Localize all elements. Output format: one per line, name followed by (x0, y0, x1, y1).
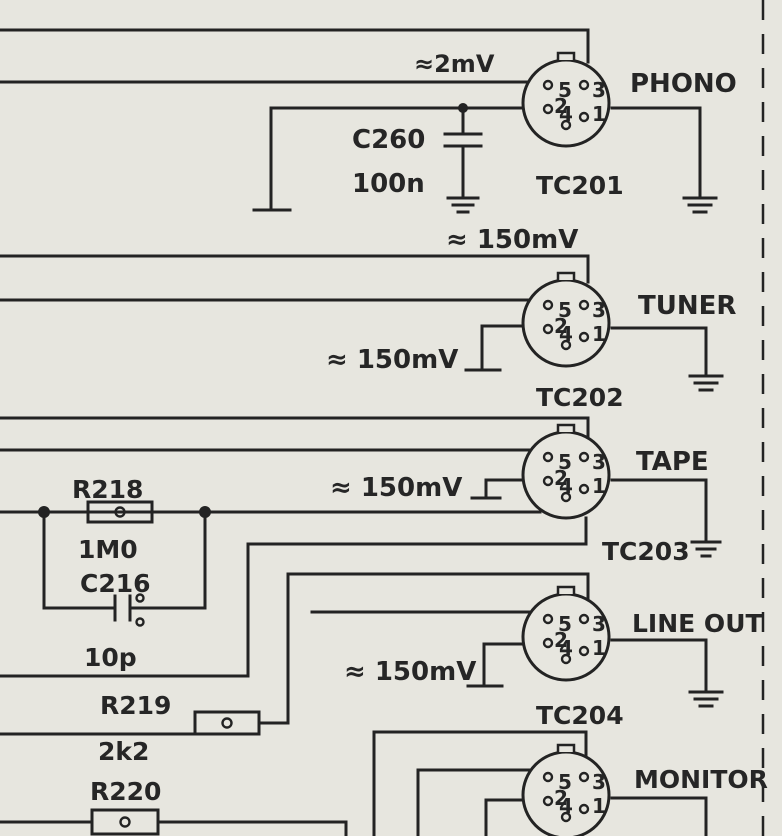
monitor-name-label: MONITOR (634, 765, 768, 794)
din-pin-number-1: 1 (592, 102, 606, 126)
r220-ref-label: R220 (90, 777, 161, 806)
r219-value-label: 2k2 (98, 737, 149, 766)
phono-name-label: PHONO (630, 69, 737, 99)
c216-value-label: 10p (84, 643, 137, 672)
din-pin-number-5: 5 (558, 770, 572, 794)
din-pin-number-1: 1 (592, 474, 606, 498)
ground-symbol-tape (690, 540, 722, 558)
din-pin-number-2: 2 (554, 786, 568, 810)
din-pin-number-5: 5 (558, 450, 572, 474)
r219-ref-label: R219 (100, 691, 171, 720)
din-pin-number-3: 3 (592, 450, 606, 474)
din-pin-1 (578, 483, 590, 495)
din-pin-4 (560, 653, 572, 665)
din-pin-number-1: 1 (592, 794, 606, 818)
line-out-name-label: LINE OUT (632, 609, 763, 638)
tuner-name-label: TUNER (638, 291, 736, 321)
din-key-notch (556, 51, 576, 60)
resistor-r218 (86, 500, 154, 524)
din-key-notch (556, 271, 576, 280)
din-pin-number-4: 4 (559, 322, 573, 346)
din-pin-2 (542, 475, 554, 487)
din-pin-number-2: 2 (554, 466, 568, 490)
din-pin-1 (578, 111, 590, 123)
din-pin-number-4: 4 (559, 794, 573, 818)
din-key-notch (556, 585, 576, 594)
din-pin-number-5: 5 (558, 612, 572, 636)
din-pin-number-3: 3 (592, 298, 606, 322)
tuner-side-level-label: ≈ 150mV (326, 345, 458, 375)
c260-ref-label: C260 (352, 125, 425, 155)
din-pin-number-2: 2 (554, 94, 568, 118)
din-pin-2 (542, 795, 554, 807)
ground-symbol-phono (682, 196, 718, 214)
tape-level-label: ≈ 150mV (330, 473, 462, 503)
din-pin-4 (560, 811, 572, 823)
tuner-top-level-label: ≈ 150mV (446, 225, 578, 255)
tc202-ref-label: TC202 (536, 383, 624, 412)
tuner-section (0, 254, 724, 392)
din-pin-number-3: 3 (592, 770, 606, 794)
din-pin-4 (560, 491, 572, 503)
din-pin-3 (578, 299, 590, 311)
phono-level-label: ≈2mV (414, 50, 495, 78)
c216-ref-label: C216 (80, 569, 151, 598)
din-pin-5 (542, 299, 554, 311)
resistor-r220 (90, 808, 160, 836)
din-key-notch (556, 423, 576, 432)
phono-section (0, 28, 718, 214)
din-pin-2 (542, 323, 554, 335)
din-pin-2 (542, 103, 554, 115)
din-pin-number-2: 2 (554, 314, 568, 338)
line-out-section (0, 572, 724, 736)
din-pin-5 (542, 771, 554, 783)
din-pin-3 (578, 613, 590, 625)
din-pin-3 (578, 771, 590, 783)
din-pin-4 (560, 119, 572, 131)
ground-symbol-line-out (688, 690, 724, 708)
din-pin-number-4: 4 (559, 636, 573, 660)
din-pin-number-1: 1 (592, 322, 606, 346)
din-pin-5 (542, 79, 554, 91)
din-pin-number-4: 4 (559, 474, 573, 498)
din-pin-number-2: 2 (554, 628, 568, 652)
tc204-ref-label: TC204 (536, 701, 624, 730)
din-pin-3 (578, 79, 590, 91)
din-pin-1 (578, 331, 590, 343)
din-pin-5 (542, 613, 554, 625)
ground-symbol-c260 (446, 196, 480, 214)
din-pin-number-1: 1 (592, 636, 606, 660)
monitor-section (0, 730, 708, 836)
c260-value-label: 100n (352, 169, 425, 199)
din-pin-number-3: 3 (592, 78, 606, 102)
din-pin-3 (578, 451, 590, 463)
din-pin-1 (578, 645, 590, 657)
din-pin-number-5: 5 (558, 78, 572, 102)
r218-value-label: 1M0 (78, 535, 138, 564)
din-pin-5 (542, 451, 554, 463)
tc201-ref-label: TC201 (536, 171, 624, 200)
din-pin-number-3: 3 (592, 612, 606, 636)
tc203-ref-label: TC203 (602, 537, 690, 566)
line-out-level-label: ≈ 150mV (344, 657, 476, 687)
din-pin-1 (578, 803, 590, 815)
capacitor-c216 (113, 593, 145, 627)
ground-symbol-tuner (688, 374, 724, 392)
din-key-notch (556, 743, 576, 752)
din-pin-2 (542, 637, 554, 649)
resistor-r219 (193, 710, 261, 736)
din-pin-number-5: 5 (558, 298, 572, 322)
din-pin-number-4: 4 (559, 102, 573, 126)
r218-ref-label: R218 (72, 475, 143, 504)
din-pin-4 (560, 339, 572, 351)
tape-name-label: TAPE (636, 447, 709, 477)
